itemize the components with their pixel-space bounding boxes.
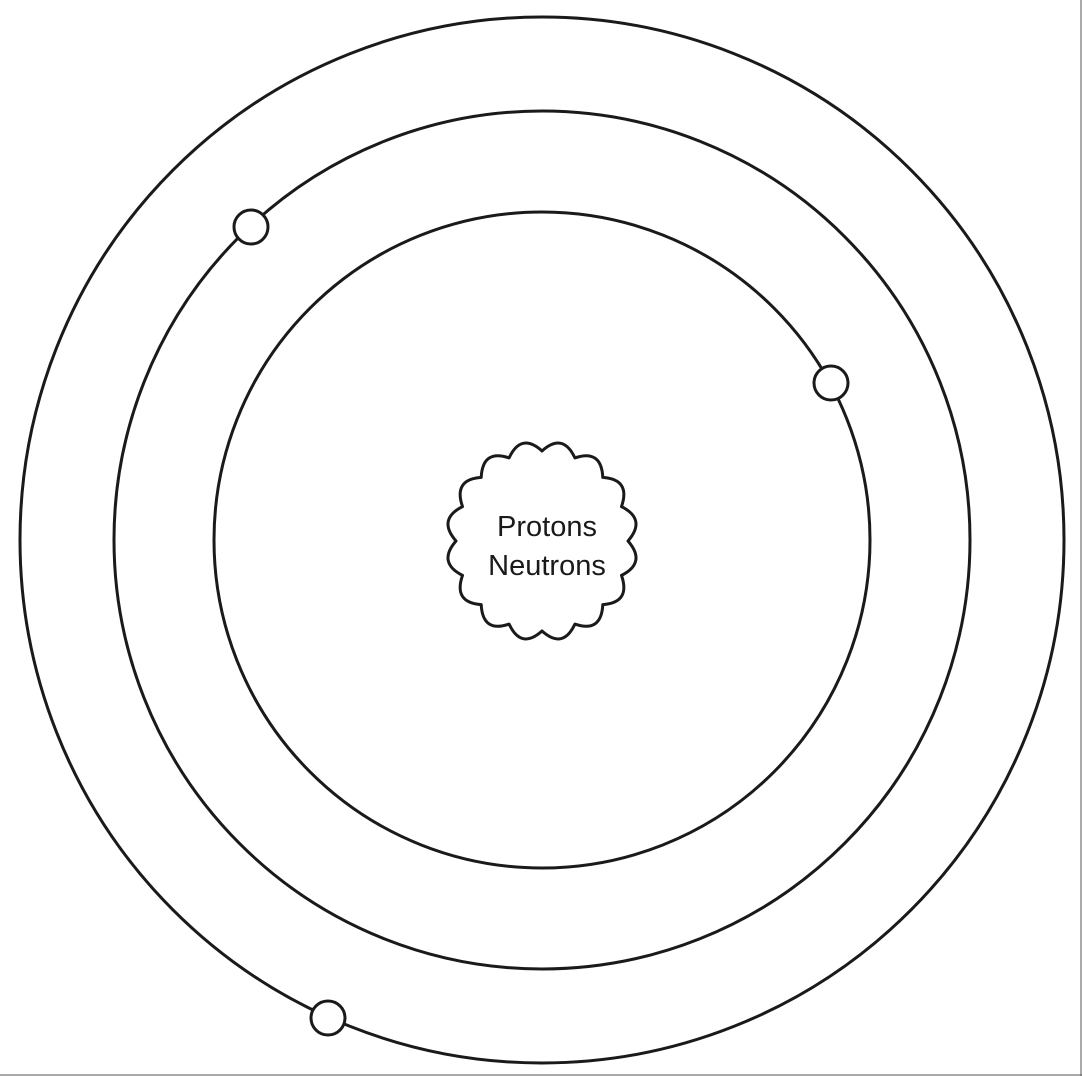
electron-outer-orbit bbox=[309, 999, 347, 1037]
nucleus-label-neutrons: Neutrons bbox=[488, 550, 606, 582]
inner-orbit bbox=[212, 210, 872, 870]
outer-orbit bbox=[18, 15, 1066, 1065]
middle-orbit bbox=[112, 109, 972, 971]
electron-inner-orbit bbox=[812, 364, 850, 402]
electron-middle-orbit bbox=[232, 208, 270, 246]
nucleus-cloud bbox=[446, 441, 638, 641]
nucleus-label-protons: Protons bbox=[497, 511, 597, 543]
